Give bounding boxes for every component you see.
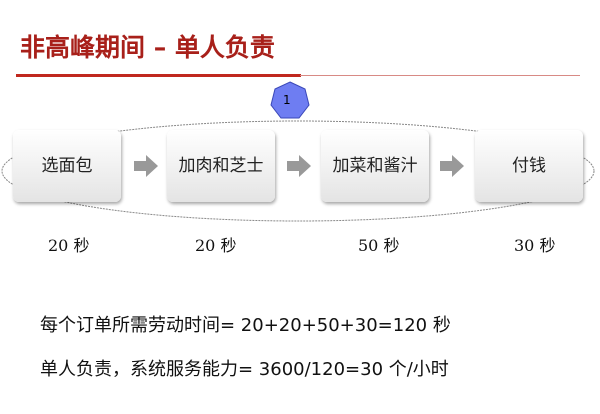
arrow-right-icon [440, 155, 464, 177]
arrow-right-icon [287, 155, 311, 177]
step-box-4: 付钱 [475, 130, 583, 202]
capacity-statement: 单人负责，系统服务能力= 3600/120=30 个/小时 [40, 359, 449, 380]
step-time-1: 20 秒 [48, 236, 90, 255]
step-time-3: 50 秒 [358, 236, 400, 255]
heptagon-badge [270, 81, 310, 119]
step-time-2: 20 秒 [195, 236, 237, 255]
step-box-3: 加菜和酱汁 [321, 130, 429, 202]
arrow-right-icon [134, 155, 158, 177]
step-box-2: 加肉和芝士 [167, 130, 275, 202]
step-time-4: 30 秒 [514, 236, 556, 255]
labor-time-statement: 每个订单所需劳动时间= 20+20+50+30=120 秒 [40, 315, 451, 336]
slide-title: 非高峰期间 – 单人负责 [20, 33, 275, 62]
title-underline-thin [300, 75, 580, 76]
step-box-1: 选面包 [13, 130, 121, 202]
badge-number: 1 [283, 93, 291, 107]
title-underline [16, 74, 301, 77]
